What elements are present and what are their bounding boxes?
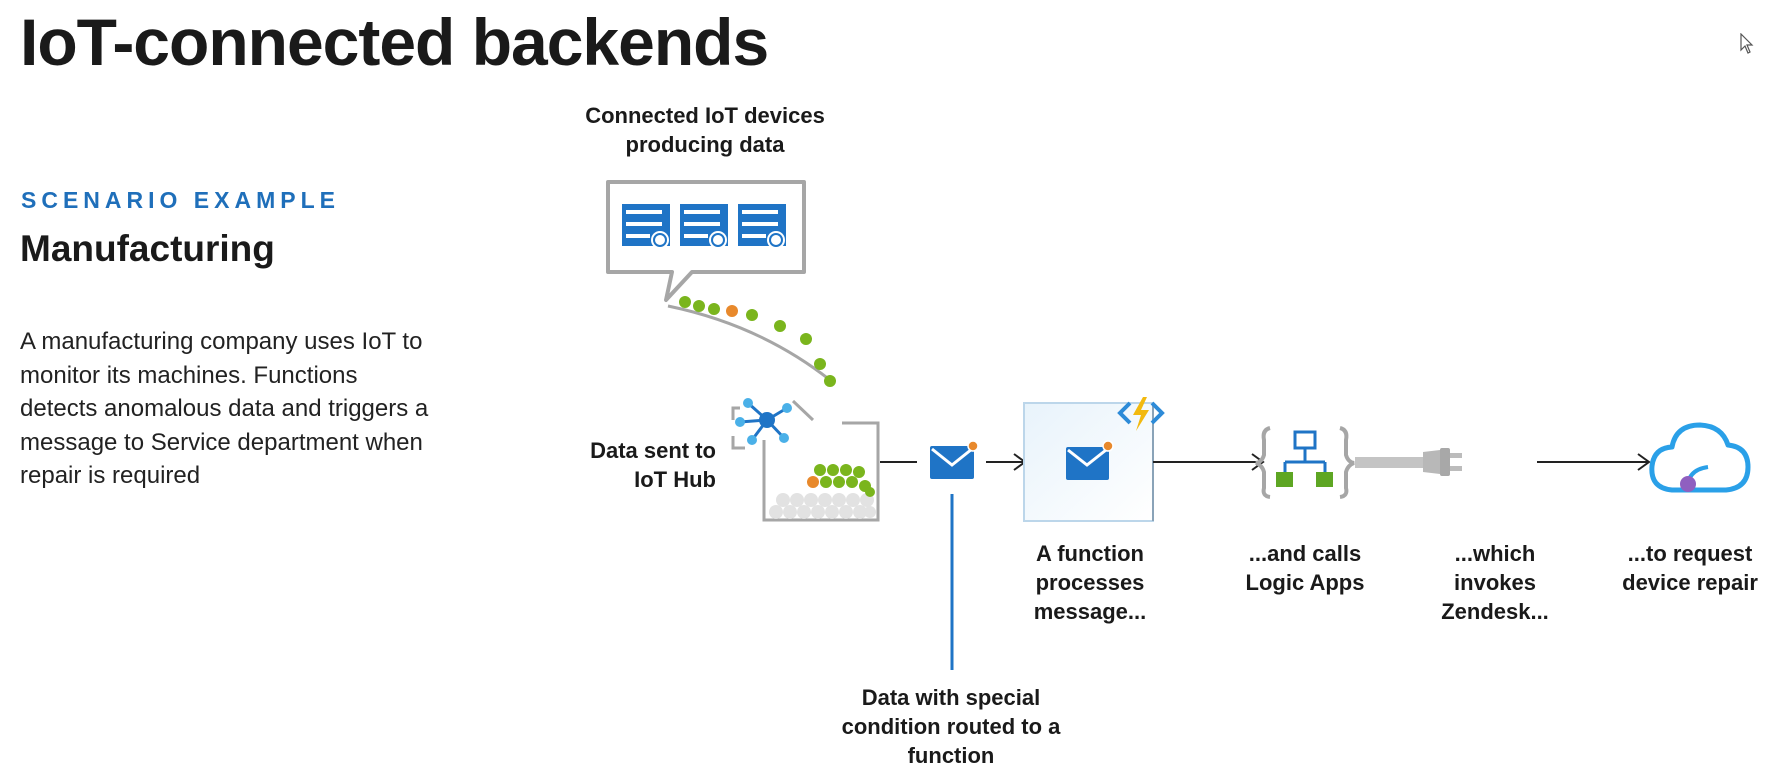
logic-apps-icon: [1255, 426, 1355, 499]
label-connected-devices: Connected IoT devices producing data: [585, 103, 825, 157]
label-routed-data: Data with special condition routed to a …: [841, 685, 1061, 768]
connected-devices-panel: [606, 180, 806, 302]
mouse-cursor-icon: [1740, 33, 1754, 54]
scenario-eyebrow: SCENARIO EXAMPLE: [21, 187, 340, 213]
cloud-icon: [1649, 422, 1751, 493]
page-title: IoT-connected backends: [20, 5, 769, 79]
plug-icon: [1355, 448, 1462, 476]
azure-function-box: [1023, 397, 1165, 522]
label-logic-apps: ...and calls Logic Apps: [1245, 541, 1365, 595]
label-zendesk: ...which invokes Zendesk...: [1441, 541, 1549, 624]
label-device-repair: ...to request device repair: [1622, 541, 1758, 595]
data-stream: [667, 296, 836, 387]
envelope-icon: [930, 440, 979, 479]
iot-hub-bin: [762, 421, 880, 522]
envelope-icon: [1066, 440, 1114, 480]
scenario-description: A manufacturing company uses IoT to moni…: [20, 328, 429, 489]
server-rack-icon: [622, 204, 786, 249]
azure-function-icon: [1117, 397, 1165, 431]
label-iot-hub: Data sent to IoT Hub: [590, 438, 716, 492]
iot-hub-icon: [731, 398, 815, 450]
label-function: A function processes message...: [1033, 541, 1147, 624]
section-heading: Manufacturing: [20, 228, 275, 269]
